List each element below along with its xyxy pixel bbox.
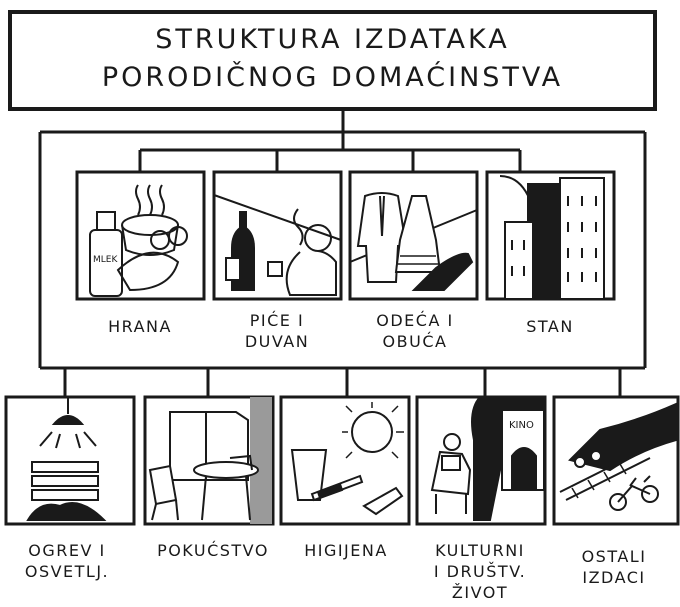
category-label-clothing-footwear: ODEĆA I OBUĆA bbox=[376, 311, 454, 351]
connector-lines bbox=[38, 109, 647, 397]
milk-label: MLEK bbox=[93, 255, 118, 265]
category-label-drinks-tobacco: PIĆE I DUVAN bbox=[244, 311, 310, 351]
culture-social-icon bbox=[415, 395, 547, 526]
clothing-footwear-icon bbox=[348, 170, 479, 301]
category-label-culture-social: KULTURNI I DRUŠTV. ŽIVOT bbox=[433, 541, 527, 602]
other-expenses-icon bbox=[552, 395, 680, 526]
cinema-sign: KINO bbox=[509, 420, 534, 431]
furniture-icon bbox=[143, 395, 275, 526]
category-label-furniture: POKUĆSTVO bbox=[157, 541, 269, 560]
diagram-title-line-1: STRUKTURA IZDATAKA bbox=[155, 24, 510, 55]
category-label-other-expenses: OSTALI IZDACI bbox=[581, 547, 647, 587]
heating-lighting-icon bbox=[4, 395, 136, 526]
category-label-food: HRANA bbox=[108, 317, 172, 336]
category-label-hygiene: HIGIJENA bbox=[304, 541, 388, 560]
diagram-title-line-2: PORODIČNOG DOMAĆINSTVA bbox=[101, 62, 564, 93]
drinks-tobacco-icon bbox=[212, 170, 343, 301]
food-icon bbox=[75, 170, 206, 301]
category-label-housing: STAN bbox=[526, 317, 574, 336]
hygiene-icon bbox=[279, 395, 411, 526]
category-label-heating-lighting: OGREV I OSVETLJ. bbox=[24, 541, 110, 581]
housing-icon bbox=[485, 170, 616, 301]
title-box bbox=[8, 10, 657, 111]
